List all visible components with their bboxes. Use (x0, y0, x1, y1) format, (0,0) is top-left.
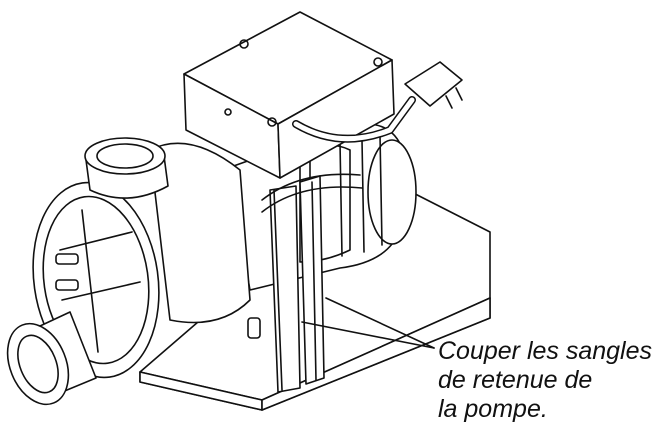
power-cord (292, 61, 463, 143)
callout-line-3: la pompe. (438, 395, 548, 423)
callout-leaders (301, 297, 435, 349)
callout-text: Couper les sangles de retenue de la pomp… (438, 337, 652, 424)
retaining-straps (261, 173, 363, 393)
ports (55, 253, 261, 339)
callout-line-1: Couper les sangles (438, 337, 653, 365)
front-fitting (6, 311, 97, 406)
box-screw (373, 57, 383, 67)
box-screw (239, 39, 249, 49)
top-fitting (84, 137, 169, 199)
box-screw (267, 117, 277, 127)
callout-line-2: de retenue de (438, 366, 593, 394)
electrical-box (183, 11, 395, 179)
plug-icon (404, 61, 463, 107)
